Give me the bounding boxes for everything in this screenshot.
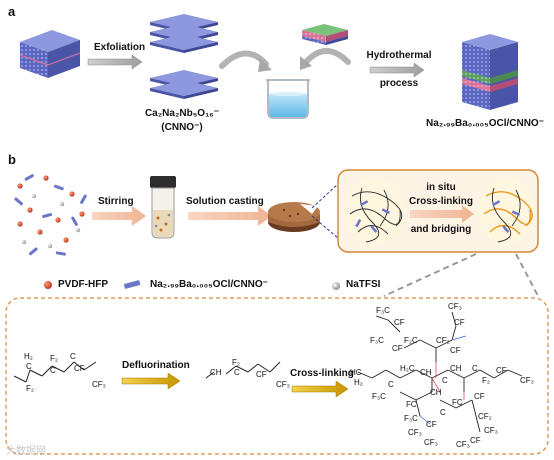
network-label-26: C	[440, 408, 446, 417]
salt-slab-icon	[302, 24, 348, 45]
network-label-34: CF	[470, 436, 481, 445]
network-label-14: C	[472, 364, 478, 373]
nanosheets-bottom-icon	[150, 70, 218, 99]
network-label-5: F₂C	[404, 336, 418, 345]
stirring-arrow	[92, 206, 146, 226]
reactant-structure	[13, 361, 97, 383]
mechanism-panel	[5, 297, 549, 455]
network-label-11: HC	[350, 368, 362, 377]
intermediate-f2: F₂	[232, 358, 240, 367]
intermediate-ch: CH	[210, 368, 222, 377]
crosslink-label-3: and bridging	[410, 224, 472, 235]
filler-legend-marker	[123, 280, 141, 289]
legend-salt-label: NaTFSI	[346, 279, 381, 290]
intermediate-structure	[205, 361, 281, 379]
crosslinking-arrow	[291, 380, 349, 398]
network-label-19: F₃C	[372, 392, 386, 401]
cnno-formula: Ca₂Na₂Nb₅O₁₆⁻	[144, 108, 220, 119]
nanosheets-top-icon	[150, 14, 218, 53]
reactant-cf: CF	[74, 364, 85, 373]
crosslink-bonds-blue	[419, 335, 467, 425]
membrane-disk-icon	[268, 202, 320, 232]
vial-icon	[150, 176, 176, 239]
network-label-9: CF	[450, 346, 461, 355]
panel-a-label: a	[8, 4, 16, 19]
reactant-cf3: CF₃	[92, 380, 106, 389]
legend-filler-label: Na₂.₉₉Ba₀.₀₀₅OCl/CNNO⁻	[150, 279, 268, 290]
reactant-c1: C	[26, 362, 32, 371]
defluorination-arrow	[121, 372, 181, 390]
network-label-24: F₃C	[404, 414, 418, 423]
intermediate-cf: CF	[256, 370, 267, 379]
solution-casting-arrow	[188, 206, 272, 226]
hydrothermal-arrow	[369, 62, 425, 78]
pvdf-legend-marker	[44, 281, 52, 289]
solution-casting-label: Solution casting	[186, 196, 264, 207]
particle-mixture-icon	[14, 174, 87, 256]
hydrothermal-label-2: process	[379, 78, 419, 89]
network-label-3: F₃C	[370, 336, 384, 345]
hydrothermal-label-1: Hydrothermal	[366, 50, 432, 61]
panel-b-label: b	[8, 152, 16, 167]
crosslinked-network-icon	[478, 177, 534, 245]
beaker-icon	[266, 79, 310, 119]
reactant-c2: C	[50, 366, 56, 375]
network-label-25: CF	[426, 420, 437, 429]
network-label-4: CF	[392, 344, 403, 353]
intermediate-cf3: CF₃	[276, 380, 290, 389]
network-label-17: CF₃	[520, 376, 534, 385]
polymer-network-icon	[344, 177, 404, 245]
network-label-21: CH	[430, 388, 442, 397]
network-label-32: H₂	[354, 378, 363, 387]
network-label-16: CF	[496, 366, 507, 375]
product-crystal-icon	[462, 34, 518, 110]
crosslinking-step-label: Cross-linking	[290, 368, 354, 379]
network-label-29: CF₃	[484, 426, 498, 435]
legend-pvdf-label: PVDF-HFP	[58, 279, 108, 290]
crosslink-box-arrow	[410, 205, 474, 223]
network-label-31: CF₃	[408, 428, 422, 437]
network-label-27: F₂	[482, 376, 490, 385]
cnno-abbrev: (CNNO⁻)	[161, 122, 203, 133]
network-label-15: CH	[450, 364, 462, 373]
defluorination-label: Defluorination	[122, 360, 190, 371]
reactant-f2b: F₂	[50, 354, 58, 363]
crosslink-bonds	[431, 362, 465, 400]
exfoliation-arrow	[87, 54, 143, 70]
network-label-18: C	[388, 380, 394, 389]
crosslinked-structure	[357, 311, 523, 433]
exfoliation-label: Exfoliation	[94, 42, 146, 53]
network-label-12: CH	[420, 368, 432, 377]
network-label-23: CF	[474, 392, 485, 401]
intermediate-c: C	[234, 368, 240, 377]
network-label-8: CF	[454, 318, 465, 327]
stirring-label: Stirring	[98, 196, 134, 207]
network-label-33: CF₃	[424, 438, 438, 447]
network-label-1: F₃C	[376, 306, 390, 315]
crosslink-label-1: in situ	[426, 182, 456, 193]
network-label-30: CF₃	[456, 440, 470, 449]
curved-arrow-right	[303, 48, 351, 65]
network-label-10: H₂C	[400, 364, 415, 373]
network-label-28: CF₂	[478, 412, 492, 421]
network-label-13: C	[442, 376, 448, 385]
bulk-crystal-icon	[19, 30, 81, 78]
crosslink-label-2: Cross-linking	[409, 196, 473, 207]
network-label-6: CF₂	[436, 336, 450, 345]
product-formula: Na₂.₉₉Ba₀.₀₀₅OCl/CNNO⁻	[426, 118, 544, 129]
reactant-h2: H₂	[24, 352, 33, 361]
reactant-c3: C	[70, 352, 76, 361]
network-label-20: FC	[406, 400, 417, 409]
reactant-f2a: F₂	[26, 384, 34, 393]
watermark: 大数据网	[6, 446, 46, 457]
network-label-2: CF	[394, 318, 405, 327]
salt-legend-marker	[332, 282, 340, 290]
network-label-22: FC	[452, 398, 463, 407]
network-label-7: CF₃	[448, 302, 462, 311]
